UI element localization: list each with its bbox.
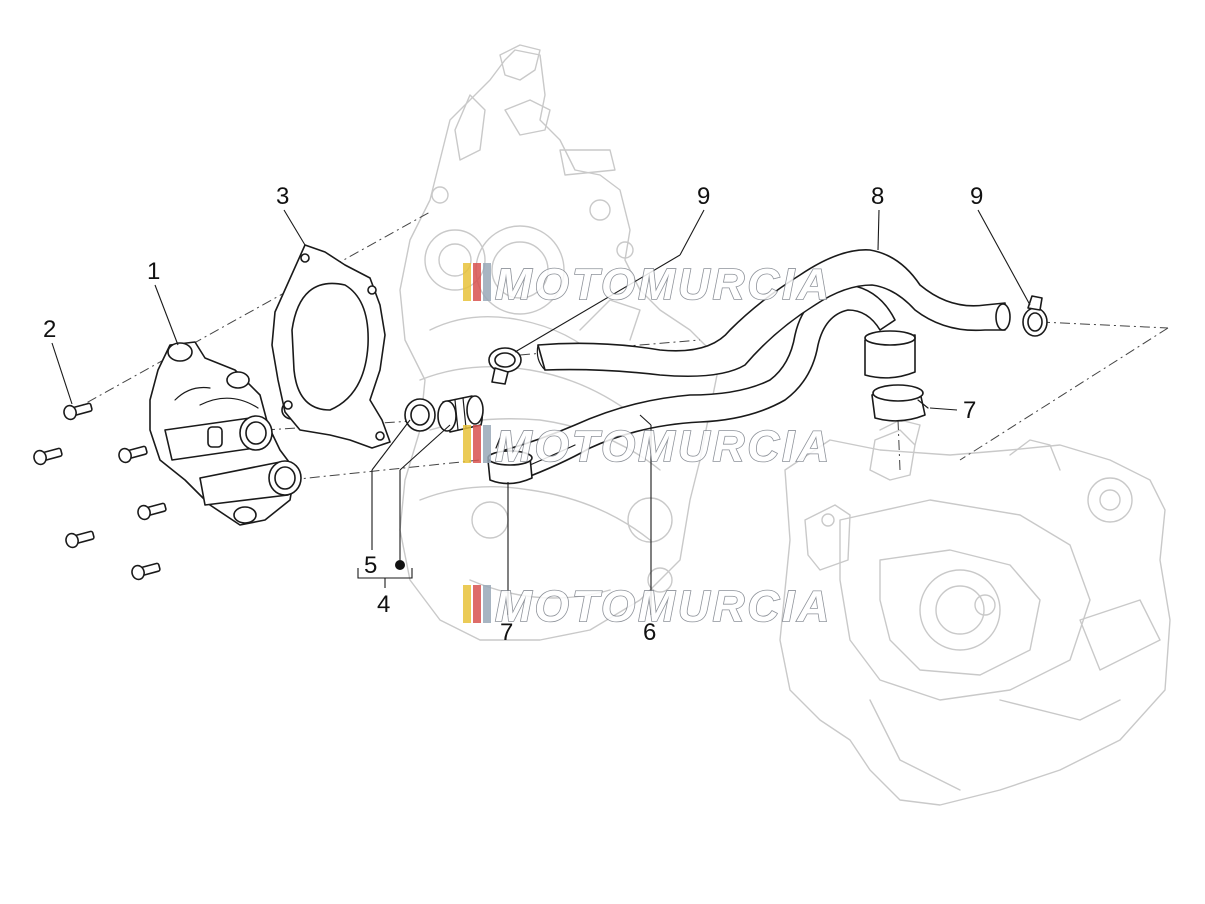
o-ring — [404, 398, 436, 432]
leader-lines — [51, 209, 1031, 615]
watermark-stripe-3 — [483, 263, 491, 301]
bullet-dot — [395, 560, 405, 570]
screw-6 — [131, 562, 161, 581]
watermark-stripe-2 — [473, 425, 481, 463]
water-pump-cover — [149, 341, 303, 526]
callout-3: 3 — [276, 183, 289, 210]
hose-clamp-upper — [871, 384, 929, 422]
callout-5: 5 — [364, 552, 377, 579]
screw-3 — [118, 445, 148, 464]
watermark-stripe-1 — [463, 585, 471, 623]
spring-clamp-right — [1022, 295, 1048, 337]
spring-clamp-left — [488, 347, 522, 385]
watermark-stripe-2 — [473, 585, 481, 623]
screw-1 — [63, 402, 93, 421]
coolant-fitting — [437, 395, 484, 433]
callout-labels: 1 2 3 4 5 6 7 7 8 9 9 — [43, 183, 983, 646]
screws — [33, 402, 167, 581]
watermark-stripe-1 — [463, 425, 471, 463]
watermark-stripe-2 — [473, 263, 481, 301]
watermark-text: MOTOMURCIA — [495, 422, 832, 471]
callout-9-right: 9 — [970, 183, 983, 210]
hose-clamp-lower — [487, 437, 533, 485]
ghost-crankcase — [399, 44, 721, 641]
screw-5 — [65, 530, 95, 549]
watermark-text: MOTOMURCIA — [495, 582, 832, 631]
watermark-stripe-3 — [483, 585, 491, 623]
watermark-stripe-1 — [463, 263, 471, 301]
callout-4: 4 — [377, 591, 390, 618]
callout-7-upper: 7 — [963, 397, 976, 424]
watermark-stripe-3 — [483, 425, 491, 463]
callout-9-left: 9 — [697, 183, 710, 210]
screw-4 — [137, 502, 167, 521]
watermark-3: MOTOMURCIA — [463, 581, 832, 632]
callout-7-lower: 7 — [500, 619, 513, 646]
watermark-text: MOTOMURCIA — [495, 260, 832, 309]
screw-2 — [33, 447, 63, 466]
assembly-axes — [69, 211, 1169, 483]
lower-hose — [504, 284, 896, 481]
callout-2: 2 — [43, 316, 56, 343]
ghost-cylinder-head — [779, 419, 1171, 806]
callout-8: 8 — [871, 183, 884, 210]
upper-hose — [536, 249, 1011, 379]
watermark-2: MOTOMURCIA — [463, 421, 832, 472]
gasket — [271, 244, 391, 449]
callout-6: 6 — [643, 619, 656, 646]
callout-1: 1 — [147, 258, 160, 285]
watermark-1: MOTOMURCIA — [463, 259, 832, 310]
